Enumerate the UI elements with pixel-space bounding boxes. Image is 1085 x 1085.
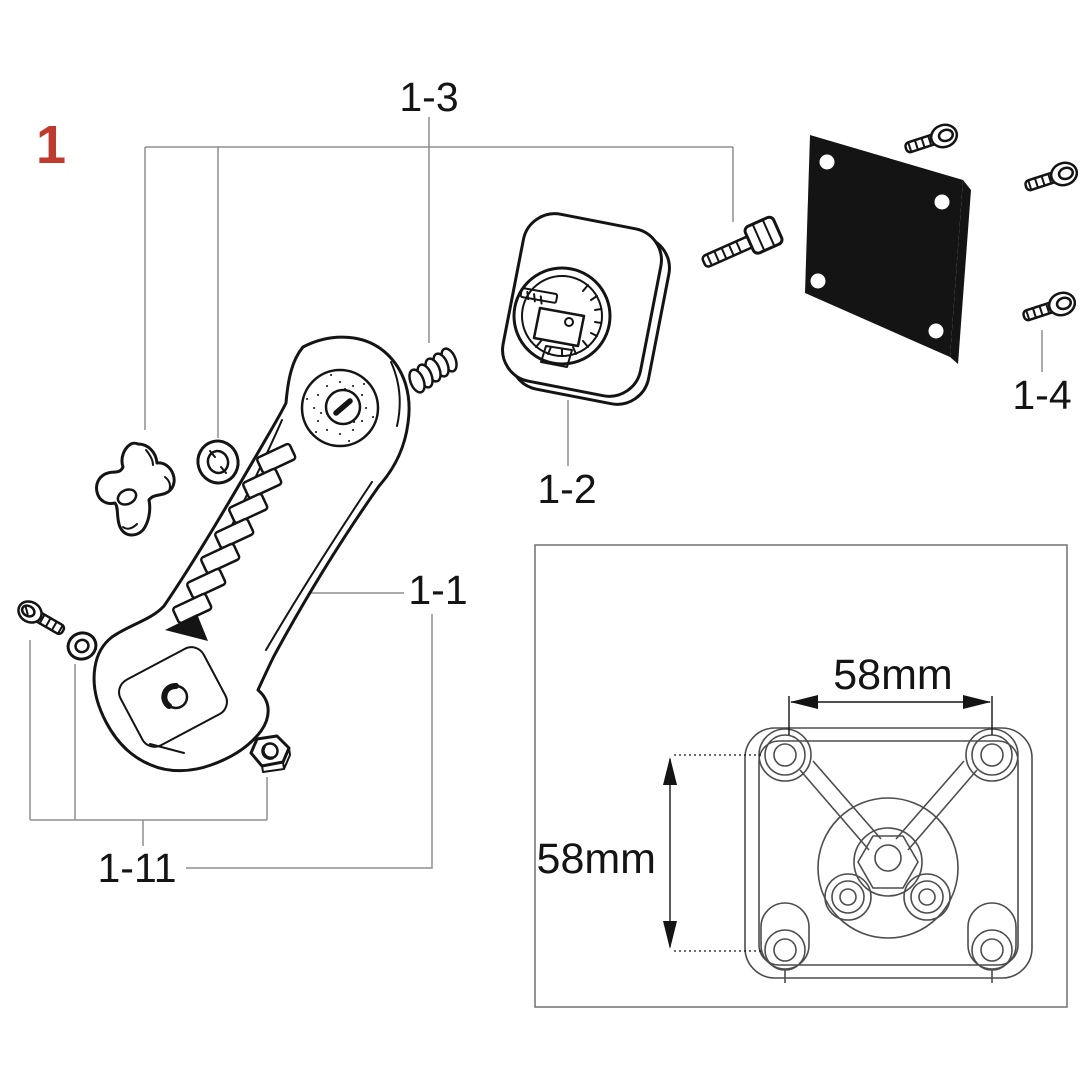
adapter-plate-part (805, 135, 971, 364)
hex-nut-part (249, 734, 291, 773)
detail-box (534, 544, 1068, 1008)
callout-1-1: 1-1 (408, 567, 467, 613)
arm-assembly-part (92, 335, 411, 773)
lock-washer-part (196, 439, 240, 485)
spring-part (408, 347, 458, 394)
mounting-screw-part-3 (1022, 291, 1077, 322)
mounting-screw-part-1 (904, 123, 959, 154)
plate-hole (928, 323, 944, 339)
ratchet-teeth (535, 284, 602, 357)
detail-plate-drawing (744, 727, 1033, 983)
detail-view: 58mm 58mm (534, 544, 1068, 1008)
callout-1-11: 1-11 (97, 845, 176, 891)
flat-washer-part (66, 631, 98, 661)
stipple-texture (306, 374, 375, 442)
callout-leader-lines (29, 117, 1043, 869)
machine-screw-part (17, 600, 66, 636)
dimension-width-label: 58mm (833, 651, 952, 699)
socket-plate-part (501, 212, 671, 406)
plate-hole (810, 273, 826, 289)
callout-1-4: 1-4 (1012, 372, 1071, 418)
wing-knob-part (95, 441, 176, 537)
plate-hole (819, 154, 835, 170)
callout-1-2: 1-2 (537, 466, 596, 512)
dimension-annotations: 58mm 58mm (537, 651, 993, 952)
plate-hole (934, 194, 950, 210)
hex-bolt-part (701, 215, 784, 268)
callout-1-3: 1-3 (399, 74, 458, 120)
mounting-screw-part-2 (1024, 161, 1079, 192)
dimension-height-label: 58mm (537, 835, 656, 883)
figure-number: 1 (36, 115, 66, 175)
clamp-hole-shading (161, 683, 179, 709)
screw-slot (333, 398, 353, 416)
